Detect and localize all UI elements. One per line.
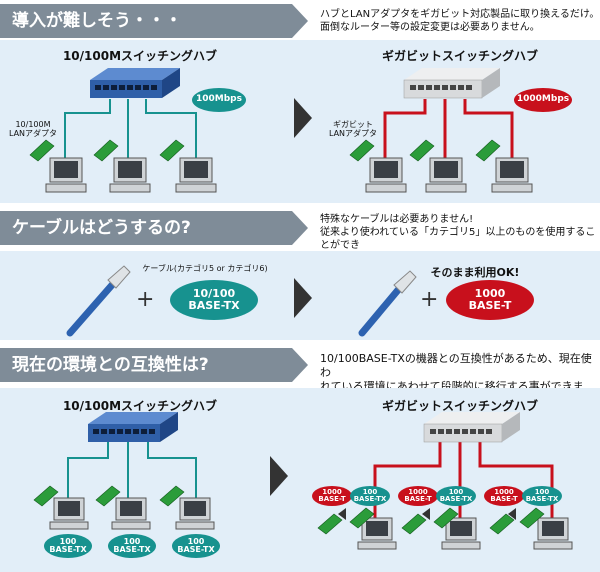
lan-adapter-icon bbox=[33, 485, 185, 507]
reuse-ok-caption: そのまま利用OK! bbox=[430, 266, 520, 279]
switching-hub-icon bbox=[403, 68, 500, 99]
base-tx-badge: 100 BASE-TX bbox=[522, 486, 562, 506]
computer-icon bbox=[111, 497, 151, 530]
base-tx-badge: 100 BASE-TX bbox=[44, 534, 92, 558]
cable-connector-icon bbox=[358, 270, 417, 337]
base-t-badge: 1000 BASE-T bbox=[484, 486, 524, 506]
base-tx-badge: 100 BASE-TX bbox=[108, 534, 156, 558]
lan-adapter-icon bbox=[29, 139, 185, 162]
arrow-right-icon bbox=[294, 278, 312, 318]
left-adapter-label: 10/100M LANアダプタ bbox=[8, 120, 58, 138]
base-tx-badge: 100 BASE-TX bbox=[350, 486, 390, 506]
section1-right-links bbox=[383, 99, 514, 160]
lan-adapter-icon bbox=[317, 507, 545, 535]
base-t-badge: 1000 BASE-T bbox=[398, 486, 438, 506]
base-tx-badge: 10/100 BASE-TX bbox=[170, 280, 258, 320]
base-tx-badge: 100 BASE-TX bbox=[172, 534, 220, 558]
section1-right-title: ギガビットスイッチングハブ bbox=[381, 49, 538, 63]
switching-hub-icon bbox=[90, 68, 180, 98]
speed-badge-1000mbps: 1000Mbps bbox=[514, 88, 572, 112]
section3-left-title: 10/100Mスイッチングハブ bbox=[62, 399, 218, 413]
computer-icon bbox=[175, 157, 217, 193]
computer-icon bbox=[357, 517, 397, 550]
section2-header: ケーブルはどうするの? bbox=[0, 211, 292, 245]
computer-icon bbox=[365, 157, 407, 193]
section3-header: 現在の環境との互換性は? bbox=[0, 348, 292, 382]
section3-right-links bbox=[373, 442, 554, 520]
arrow-right-icon bbox=[294, 98, 312, 138]
base-t-badge: 1000 BASE-T bbox=[312, 486, 352, 506]
computer-icon bbox=[441, 517, 481, 550]
speed-badge-100mbps: 100Mbps bbox=[192, 88, 246, 112]
computer-icon bbox=[45, 157, 87, 193]
computer-icon bbox=[49, 497, 89, 530]
arrow-right-icon bbox=[270, 456, 288, 496]
base-t-badge: 1000 BASE-T bbox=[446, 280, 534, 320]
computer-icon bbox=[175, 497, 215, 530]
section1-left-title: 10/100Mスイッチングハブ bbox=[62, 49, 218, 63]
cable-connector-icon bbox=[66, 265, 131, 337]
switching-hub-icon bbox=[423, 412, 520, 443]
plus-sign-right: + bbox=[420, 287, 439, 312]
cable-category-label: ケーブル(カテゴリ5 or カテゴリ6) bbox=[142, 264, 268, 273]
computer-icon bbox=[491, 157, 533, 193]
base-tx-badge: 100 BASE-TX bbox=[436, 486, 476, 506]
section1-header: 導入が難しそう・・・ bbox=[0, 4, 292, 38]
computer-icon bbox=[425, 157, 467, 193]
section3-right-title: ギガビットスイッチングハブ bbox=[381, 399, 538, 413]
switching-hub-icon bbox=[88, 412, 178, 442]
computer-icon bbox=[533, 517, 573, 550]
arrow-right-icon bbox=[292, 211, 308, 245]
arrow-right-icon bbox=[292, 4, 308, 38]
swap-arrow-icon bbox=[338, 508, 516, 520]
section1-left-links bbox=[64, 99, 197, 160]
plus-sign-left: + bbox=[136, 287, 155, 312]
section3-left-links bbox=[67, 442, 197, 500]
arrow-right-icon bbox=[292, 348, 308, 382]
right-adapter-label: ギガビット LANアダプタ bbox=[328, 120, 378, 138]
computer-icon bbox=[109, 157, 151, 193]
lan-adapter-icon bbox=[349, 139, 501, 162]
section1-description: ハブとLANアダプタをギガビット対応製品に取り換えるだけ。 面倒なルーター等の設… bbox=[320, 9, 600, 33]
